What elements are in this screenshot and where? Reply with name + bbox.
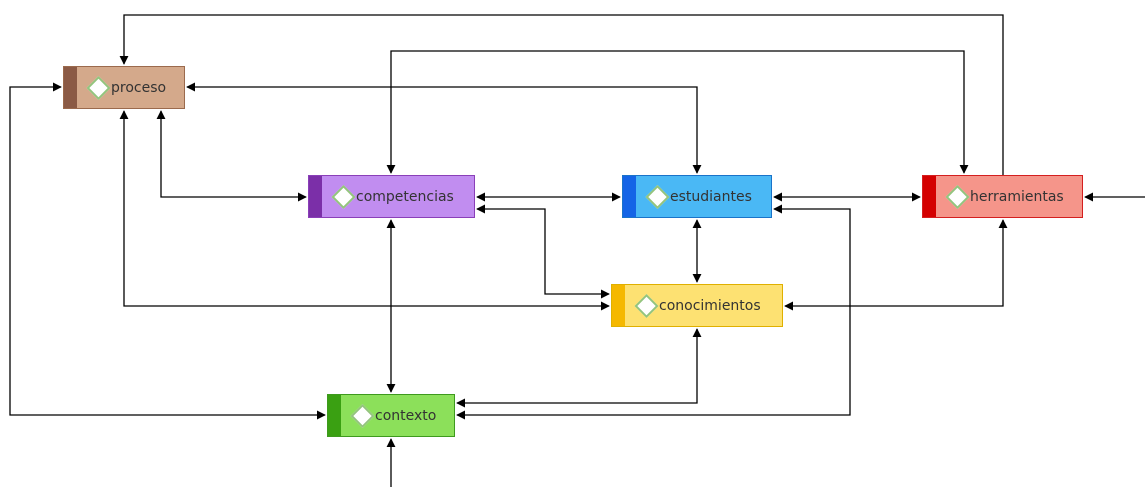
connector-competencias-conocimientos[interactable]: [476, 204, 610, 299]
node-label: herramientas: [970, 188, 1064, 205]
diamond-icon: [945, 184, 970, 209]
node-herramientas[interactable]: herramientas: [922, 175, 1083, 218]
connector-proceso-estudiantes[interactable]: [186, 82, 702, 174]
node-color-strip: [309, 176, 322, 217]
node-competencias[interactable]: competencias: [308, 175, 475, 218]
diamond-icon: [350, 403, 375, 428]
diamond-icon: [331, 184, 356, 209]
node-proceso[interactable]: proceso: [63, 66, 185, 109]
node-label: competencias: [356, 188, 454, 205]
node-label: conocimientos: [659, 297, 761, 314]
node-color-strip: [64, 67, 77, 108]
node-label: contexto: [375, 407, 437, 424]
connector-herramientas-proceso[interactable]: [119, 14, 1004, 175]
node-estudiantes[interactable]: estudiantes: [622, 175, 772, 218]
node-color-strip: [612, 285, 625, 326]
node-contexto[interactable]: contexto: [327, 394, 455, 437]
connector-conocimientos-contexto[interactable]: [456, 328, 702, 408]
node-color-strip: [923, 176, 936, 217]
connector-herramientas-competencias[interactable]: [386, 50, 969, 174]
diamond-icon: [645, 184, 670, 209]
node-color-strip: [328, 395, 341, 436]
connector-proceso-competencias[interactable]: [156, 110, 307, 202]
connector-estudiantes-contexto[interactable]: [456, 204, 851, 420]
node-conocimientos[interactable]: conocimientos: [611, 284, 783, 327]
connector-contexto-proceso[interactable]: [9, 82, 326, 420]
diamond-icon: [86, 75, 111, 100]
connector-herramientas-conocimientos[interactable]: [784, 219, 1008, 311]
node-color-strip: [623, 176, 636, 217]
node-label: estudiantes: [670, 188, 752, 205]
node-label: proceso: [111, 79, 167, 96]
diamond-icon: [634, 293, 659, 318]
